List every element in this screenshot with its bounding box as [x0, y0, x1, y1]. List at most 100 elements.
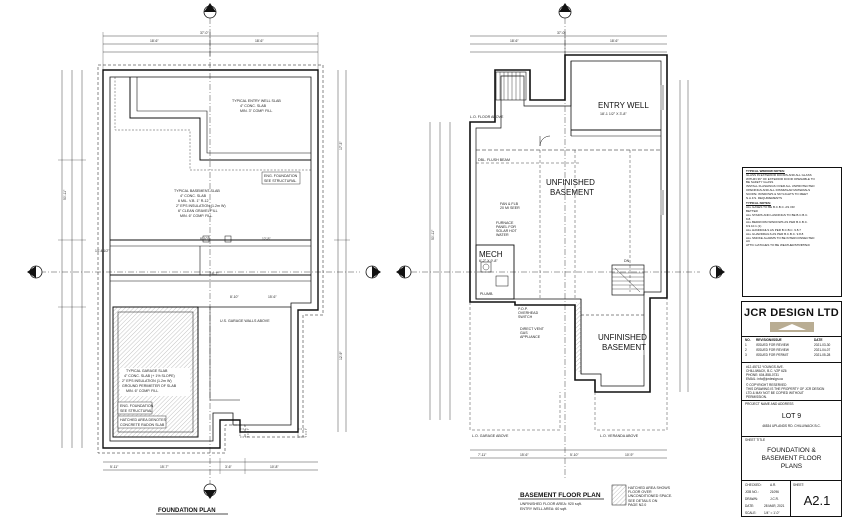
- rev1-date: 2021-03-30: [814, 343, 831, 347]
- section-marker-basement-left: [396, 265, 412, 279]
- firm-logo-icon: [770, 322, 814, 332]
- note-3b: N.A.F.S. REQUIREMENTS: [746, 195, 783, 200]
- drawn-label: DRAWN:: [745, 497, 758, 501]
- label-plumb: PLUMB.: [480, 292, 493, 296]
- note-garage-slab-1: TYPICAL GARAGE SLAB: [126, 369, 168, 373]
- sheet-title-3: PLANS: [780, 463, 803, 470]
- dim-row2: 8'-10": [200, 237, 209, 241]
- legend-hatch-swatch: [611, 484, 627, 506]
- sheet-title-2: BASEMENT FLOOR: [761, 455, 822, 462]
- basement-plan-text: 18'-6" 18'-6" 37'-0" 50'-11" 7'-11" 15'-…: [431, 31, 672, 511]
- sheet-title-block: SHEET TITLE FOUNDATION & BASEMENT FLOOR …: [742, 436, 841, 480]
- bdim-left-overall: 50'-11": [431, 229, 435, 240]
- label-vent-3: APPLIANCE: [520, 335, 541, 339]
- room-unfinished1-line1: UNFINISHED: [546, 178, 595, 187]
- room-unfinished2-line1: UNFINISHED: [598, 333, 647, 342]
- section-marker-right: [365, 265, 381, 279]
- label-pop-1: P.O.P.: [518, 307, 528, 311]
- drawn-value: J.C.R.: [770, 497, 779, 501]
- notes-heading-window: TYPICAL WINDOW NOTES:: [746, 169, 785, 173]
- note-garage-slab-5: MIN. 6" COMP. FILL: [126, 389, 158, 393]
- sheet-number: A2.1: [803, 493, 831, 508]
- label-fan-1: FAN & FLB: [500, 202, 519, 206]
- rev2-no: 2: [745, 348, 747, 352]
- rev3-no: 3: [745, 353, 747, 357]
- note-8: ALL GUARDRAILS AS PER B.C.B.C. 9.8.8: [746, 231, 804, 236]
- bdim-bot-b: 15'-6": [520, 453, 529, 457]
- note-4b: BETTER: [746, 208, 758, 213]
- legend-line-4: SEE DETAILS ON: [628, 499, 658, 503]
- label-furnace-4: WATER: [496, 233, 509, 237]
- note-structural2-2: SEE STRUCTURAL: [120, 409, 152, 413]
- project-label: PROJECT NAME AND ADDRESS: [745, 402, 794, 406]
- section-marker-basement-top: [558, 3, 572, 19]
- foundation-plan: [40, 18, 360, 490]
- section-marker-top: [203, 3, 217, 19]
- label-fan-2: 20 MI SEER: [500, 206, 520, 210]
- address-3: PHONE: 604-858-0731: [746, 373, 779, 377]
- note-6b: 9.9.10.1 (1): [746, 224, 762, 229]
- firm-address-block: #12-45712 YOUNGS AVE. CHILLIWACK, B.C. V…: [742, 362, 841, 400]
- label-vent-2: GAS: [520, 331, 528, 335]
- revision-table: NO. REVISION/ISSUE DATE 1 ISSUED FOR REV…: [742, 336, 841, 362]
- foundation-plan-text: 18'-6" 18'-6" 37'-0" 14'-4 1/2" 8'-10" 1…: [63, 31, 343, 515]
- note-4a: ALL GASES TO BE B.C.B.C. AS OR: [746, 205, 795, 210]
- label-garage-above: L.O. GARAGE ABOVE: [472, 434, 509, 438]
- note-9a: ALL SMOKE ALARMS TO BE INTERCONNECTED: [746, 235, 815, 240]
- room-mech: MECH: [479, 250, 503, 259]
- section-marker-left: [27, 265, 43, 279]
- copyright-4: PERMISSION.: [746, 395, 767, 399]
- note-structural-1: ENG. FOUNDATION: [264, 174, 298, 178]
- label-furnace-1: FURNACE: [496, 221, 514, 225]
- dim-right-b: 12'-9": [339, 351, 343, 360]
- note-9b: AC: [746, 239, 751, 244]
- title-block: JCR DESIGN LTD NO. REVISION/ISSUE DATE 1…: [741, 301, 842, 517]
- rev1-issue: ISSUED FOR REVIEW: [756, 343, 789, 347]
- legend-line-2: FLOOR OVER: [628, 490, 652, 494]
- dim-bottom-a: 5'-11": [110, 465, 119, 469]
- dim-bottom-c: 3'-6": [225, 465, 233, 469]
- rev-head-issue: REVISION/ISSUE: [756, 338, 782, 342]
- basement-outer-wall: [469, 54, 668, 393]
- note-entry-slab-2: 4" CONC. SLAB: [240, 104, 267, 108]
- sheet-title-1: FOUNDATION &: [767, 447, 816, 454]
- note-10: ATTIC HATCHES TO BE WEATHERSTRIPPED: [746, 243, 810, 248]
- dim-bottom-b: 15'-7": [160, 465, 169, 469]
- basement-subtitle-1: UNFINISHED FLOOR AREA: 920 sqft.: [520, 502, 582, 506]
- dim-left-overall: 50'-11": [63, 189, 67, 200]
- dim-row3: 12'-5": [262, 237, 271, 241]
- rev1-no: 1: [745, 343, 747, 347]
- address-4: EMAIL: info@jcrdesign.ca: [746, 377, 783, 381]
- label-beam: DBL. FLUSH BEAM: [478, 158, 510, 162]
- note-garage-slab-4: GROUND PERIMETER OF SLAB: [122, 384, 177, 388]
- section-marker-basement-right: [709, 265, 725, 279]
- dim-right-a: 17'-3": [339, 141, 343, 150]
- copyright-3: LTD & MAY NOT BE COPIED WITHOUT: [746, 391, 804, 395]
- legend-line-1: HATCHED AREA SHOWS: [628, 486, 671, 490]
- note-basement-slab-2: 4" CONC. SLAB: [180, 194, 207, 198]
- note-basement-slab-1: TYPICAL BASEMENT SLAB: [174, 189, 220, 193]
- sheet-info-block: CHECKED: A.R. JOB NO.: 21096 DRAWN: J.C.…: [742, 480, 841, 517]
- note-basement-slab-3: 6 MIL. V.B. 1" R-12: [178, 199, 209, 203]
- bdim-top-overall: 37'-0": [557, 31, 566, 35]
- job-label: JOB NO.:: [745, 490, 759, 494]
- bdim-bot-a: 7'-11": [478, 453, 487, 457]
- label-furnace-2: PANEL FOR: [496, 225, 516, 229]
- label-pop-3: SWITCH: [518, 315, 533, 319]
- project-block: PROJECT NAME AND ADDRESS LOT 9 46534 UPL…: [742, 400, 841, 436]
- bdim-bot-c: 5'-10": [570, 453, 579, 457]
- general-notes-panel: TYPICAL WINDOW NOTES: GLASS IN EXTERIOR …: [742, 167, 842, 297]
- rev-head-date: DATE: [814, 338, 823, 342]
- address-2: CHILLIWACK, B.C. V2P 6Z6: [746, 369, 787, 373]
- rev-head-no: NO.: [745, 338, 751, 342]
- dim-top-right: 18'-6": [255, 39, 264, 43]
- label-vent-1: DIRECT VENT: [520, 327, 545, 331]
- section-marker-bottom: [203, 483, 217, 499]
- scale-value: 1/4" = 1'-0": [764, 511, 780, 515]
- checked-value: A.R.: [770, 483, 777, 487]
- room-entry-well-size: 18'-1 1/2" X 3'-8": [600, 112, 627, 116]
- note-7: ALL HANDRAILS AS PER B.C.B.C. 9.8.7: [746, 227, 801, 232]
- dim-bottom-d: 10'-8": [270, 465, 279, 469]
- copyright-2: THIS DRAWING IS THE PROPERTY OF JCR DESI…: [746, 387, 825, 391]
- label-furnace-3: SOLAR HOT: [496, 229, 518, 233]
